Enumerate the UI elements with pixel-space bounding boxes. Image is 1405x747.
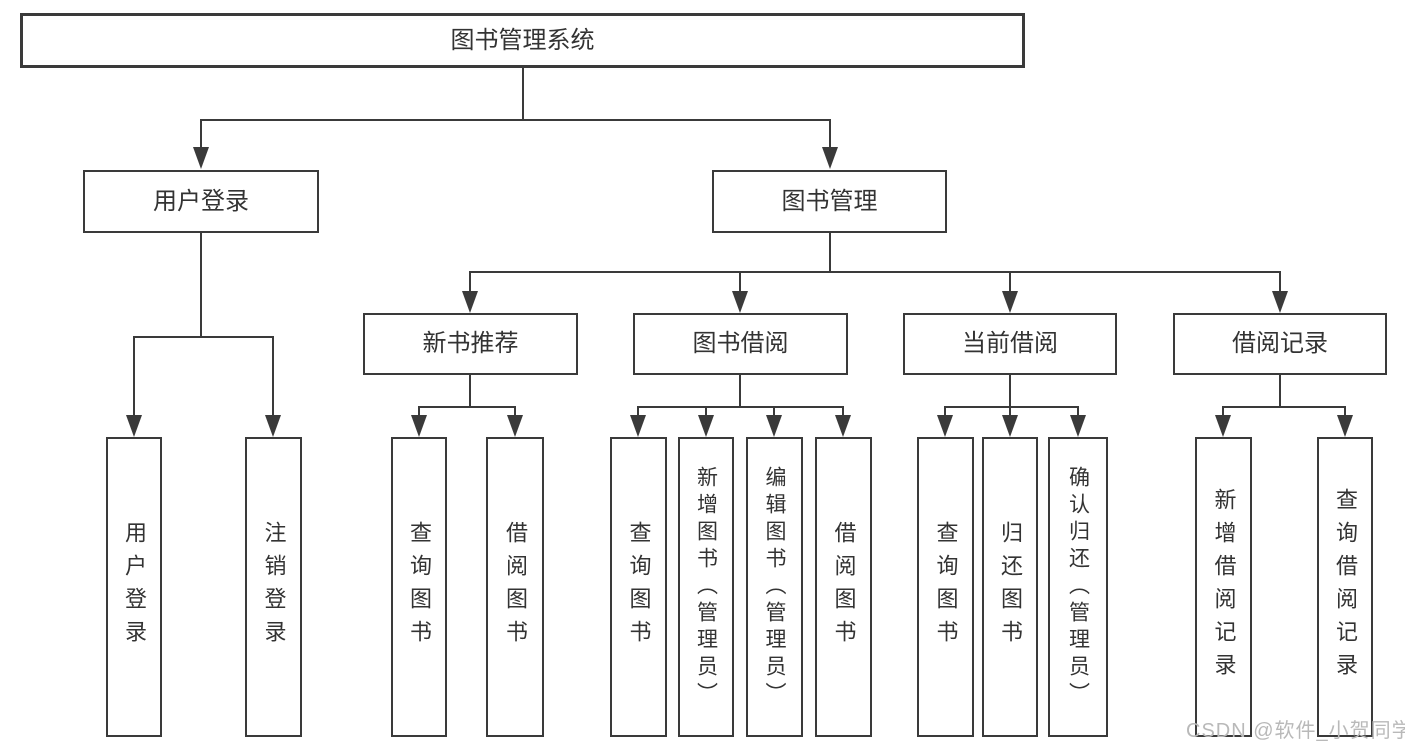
edge-drop-leaf	[944, 406, 946, 415]
edge-recommend-stem	[469, 375, 471, 408]
arrowhead	[698, 415, 714, 437]
edge-login-bus	[133, 336, 274, 338]
node-book-borrow: 图书借阅	[633, 313, 848, 375]
edge-recommend-bus	[418, 406, 516, 408]
arrowhead	[1070, 415, 1086, 437]
edge-level2-bus	[200, 119, 831, 121]
edge-drop-leaf	[773, 406, 775, 415]
arrowhead	[411, 415, 427, 437]
leaf-query-books-3: 查询图书	[917, 437, 974, 737]
edge-current-stem	[1009, 375, 1011, 408]
node-current-borrow: 当前借阅	[903, 313, 1117, 375]
arrowhead	[1272, 291, 1288, 313]
edge-drop-leaf	[514, 406, 516, 415]
edge-management-stem	[829, 233, 831, 273]
edge-drop-leaf	[418, 406, 420, 415]
edge-borrow-stem	[739, 375, 741, 408]
edge-drop-leaf	[1077, 406, 1079, 415]
edge-drop-leaf	[637, 406, 639, 415]
arrowhead	[937, 415, 953, 437]
leaf-edit-book-admin: 编辑图书（管理员）	[746, 437, 803, 737]
arrowhead	[265, 415, 281, 437]
leaf-logout: 注销登录	[245, 437, 302, 737]
arrowhead	[732, 291, 748, 313]
edge-drop-leaf	[842, 406, 844, 415]
node-root: 图书管理系统	[20, 13, 1025, 68]
edge-level3-bus	[469, 271, 1281, 273]
edge-drop-current	[1009, 271, 1011, 291]
leaf-return-book: 归还图书	[982, 437, 1038, 737]
leaf-query-books-1: 查询图书	[391, 437, 447, 737]
edge-records-bus	[1222, 406, 1346, 408]
arrowhead	[1215, 415, 1231, 437]
arrowhead	[462, 291, 478, 313]
arrowhead	[822, 147, 838, 169]
leaf-query-books-2: 查询图书	[610, 437, 667, 737]
leaf-user-login: 用户登录	[106, 437, 162, 737]
leaf-add-book-admin: 新增图书（管理员）	[678, 437, 734, 737]
leaf-borrow-books-1: 借阅图书	[486, 437, 544, 737]
node-new-book-recommend: 新书推荐	[363, 313, 578, 375]
arrowhead	[193, 147, 209, 169]
edge-current-bus	[944, 406, 1079, 408]
arrowhead	[766, 415, 782, 437]
leaf-query-borrow-record: 查询借阅记录	[1317, 437, 1373, 737]
edge-drop-leaf	[272, 336, 274, 415]
arrowhead	[507, 415, 523, 437]
edge-drop-borrow	[739, 271, 741, 291]
edge-drop-leaf	[1344, 406, 1346, 415]
edge-root-stem	[522, 68, 524, 121]
edge-drop-user-login	[200, 119, 202, 148]
edge-login-stem	[200, 233, 202, 337]
node-borrow-records: 借阅记录	[1173, 313, 1387, 375]
edge-drop-leaf	[1009, 406, 1011, 415]
edge-drop-leaf	[705, 406, 707, 415]
leaf-add-borrow-record: 新增借阅记录	[1195, 437, 1252, 737]
arrowhead	[835, 415, 851, 437]
arrowhead	[1337, 415, 1353, 437]
arrowhead	[1002, 415, 1018, 437]
edge-records-stem	[1279, 375, 1281, 408]
arrowhead	[630, 415, 646, 437]
leaf-confirm-return-admin: 确认归还（管理员）	[1048, 437, 1108, 737]
edge-drop-leaf	[133, 336, 135, 415]
edge-drop-recommend	[469, 271, 471, 291]
arrowhead	[1002, 291, 1018, 313]
arrowhead	[126, 415, 142, 437]
node-user-login: 用户登录	[83, 170, 319, 233]
edge-borrow-bus	[637, 406, 844, 408]
edge-drop-leaf	[1222, 406, 1224, 415]
edge-drop-book-management	[829, 119, 831, 148]
node-book-management: 图书管理	[712, 170, 947, 233]
csdn-watermark: CSDN @软件_小贺同学	[1186, 720, 1405, 742]
leaf-borrow-books-2: 借阅图书	[815, 437, 872, 737]
edge-drop-records	[1279, 271, 1281, 291]
